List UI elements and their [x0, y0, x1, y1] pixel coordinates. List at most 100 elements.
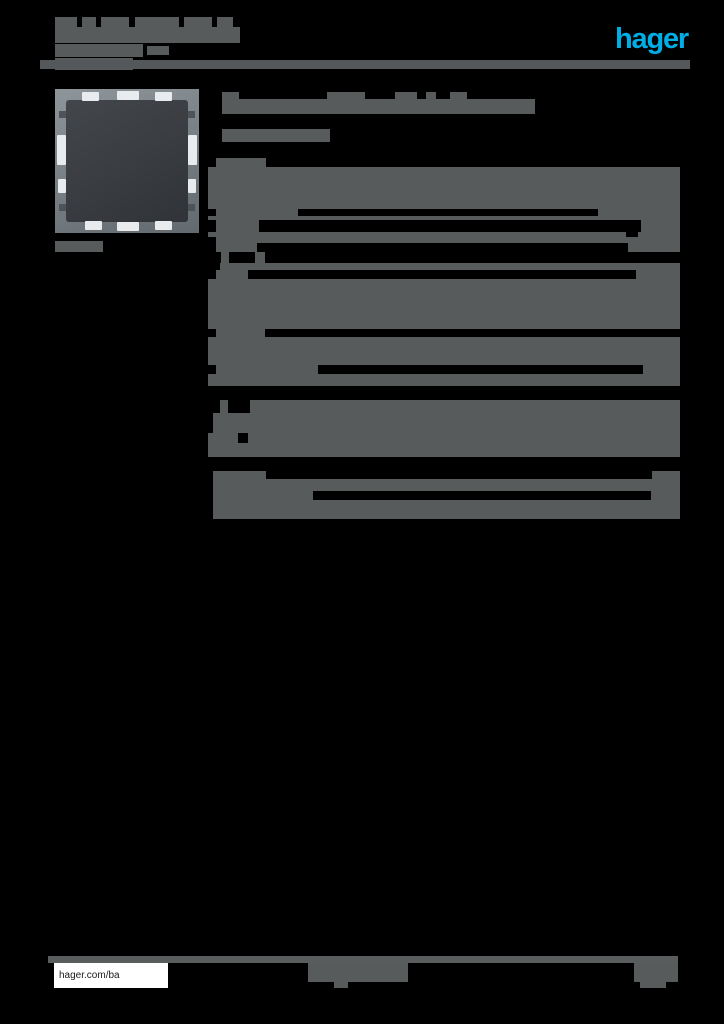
row-label-gutter: [208, 423, 213, 433]
table-row: [208, 443, 680, 457]
page-header: hager: [0, 0, 724, 78]
row-label-gutter: [208, 479, 213, 491]
row-value-gap: [238, 433, 248, 443]
hager-logo[interactable]: hager: [574, 23, 689, 55]
table-row: [208, 252, 680, 263]
row-label-gutter: [208, 500, 213, 510]
row-label-gutter: [208, 510, 213, 519]
mounting-claw-icon: [188, 135, 197, 165]
row-label-gutter: [208, 413, 213, 423]
mounting-clip-icon: [85, 221, 102, 230]
group-technical: [208, 158, 680, 386]
row-value-gap: [313, 491, 651, 500]
page-title-accent: [426, 92, 436, 99]
header-divider: [40, 60, 690, 69]
mounting-clip-icon: [117, 91, 139, 100]
footer-right-tail: [640, 982, 666, 988]
row-value-gap: [265, 252, 680, 263]
title-fragment: [82, 17, 96, 27]
table-row: [208, 413, 680, 423]
row-value-gap: [265, 329, 680, 337]
table-row: [208, 158, 680, 167]
title-fragment: [101, 17, 129, 27]
page-title-accent: [395, 92, 417, 99]
table-row: [208, 270, 680, 279]
row-label-gutter: [208, 243, 216, 252]
table-row: [208, 279, 680, 329]
row-label-gutter: [208, 220, 216, 232]
table-row: [208, 237, 680, 243]
product-image: [55, 89, 199, 233]
table-row: [208, 329, 680, 337]
table-row: [208, 423, 680, 433]
page-subtitle-block: [222, 129, 330, 142]
row-value-gap: [318, 365, 643, 374]
table-row: [208, 243, 680, 252]
page-title-accent: [327, 92, 365, 99]
title-fragment: [135, 17, 179, 27]
table-row: [208, 400, 680, 413]
mounting-claw-icon: [58, 179, 66, 193]
table-row: [208, 510, 680, 519]
row-label-gutter: [208, 209, 216, 216]
table-row: [208, 263, 680, 270]
mounting-clip-icon: [155, 221, 172, 230]
table-row: [208, 500, 680, 510]
row-column-gap: [229, 252, 255, 263]
table-group-separator: [208, 386, 680, 400]
mounting-clip-icon: [155, 92, 172, 101]
table-row: [208, 216, 680, 220]
table-row: [208, 232, 680, 237]
title-fragment: [184, 17, 212, 27]
mounting-claw-icon: [188, 179, 196, 193]
group-dimensions: [208, 400, 680, 457]
hager-logo-text: hager: [615, 23, 689, 55]
table-row: [208, 471, 680, 479]
title-sub-line: [55, 44, 143, 57]
row-trailing-gap: [266, 471, 652, 479]
footer-website-url: hager.com/ba: [59, 970, 120, 981]
row-value-gap: [298, 209, 598, 216]
table-row: [208, 337, 680, 365]
row-value-gap: [257, 243, 628, 252]
product-figure: [55, 89, 199, 252]
table-group-separator: [208, 457, 680, 471]
mounting-clip-icon: [117, 222, 139, 231]
row-label-gutter: [208, 491, 213, 500]
product-cover-plate: [66, 100, 188, 222]
title-sub-fragment: [147, 46, 169, 55]
frame-notch-icon: [188, 111, 195, 118]
table-row: [208, 374, 680, 386]
row-label-gutter: [208, 252, 221, 263]
frame-notch-icon: [59, 111, 66, 118]
row-label-gutter: [208, 400, 220, 413]
table-row: [208, 479, 680, 491]
group-packaging: [208, 471, 680, 519]
title-main-line: [55, 27, 240, 43]
title-fragment: [55, 17, 77, 27]
table-row: [208, 167, 680, 209]
page-title-accent: [222, 92, 239, 99]
row-column-gap: [228, 400, 250, 413]
figure-caption-block: [55, 241, 103, 252]
row-label-gutter: [208, 270, 216, 279]
specification-table: [208, 158, 680, 519]
mounting-claw-icon: [57, 135, 66, 165]
table-row: [208, 220, 680, 232]
row-label-gutter: [208, 471, 213, 479]
row-label-gutter: [208, 263, 220, 270]
footer-right-block: [634, 963, 678, 982]
row-label-gutter: [208, 237, 216, 243]
title-fragment: [217, 17, 233, 27]
mounting-clip-icon: [82, 92, 99, 101]
row-value-gap: [259, 220, 641, 232]
page-title-main: [222, 99, 535, 114]
footer-website-link[interactable]: hager.com/ba: [54, 963, 168, 988]
table-row: [208, 491, 680, 500]
page-footer: hager.com/ba: [0, 954, 724, 1024]
row-value-gap: [248, 270, 636, 279]
table-row: [208, 365, 680, 374]
row-trailing-gap: [266, 158, 680, 167]
table-row: [208, 209, 680, 216]
